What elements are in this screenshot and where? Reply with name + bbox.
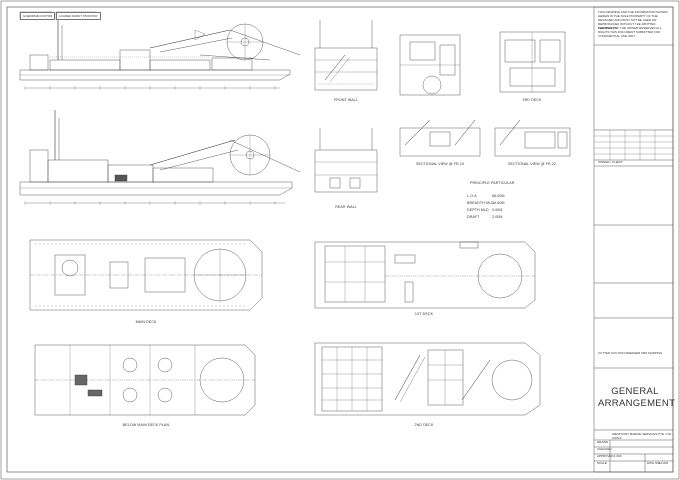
- tb-row-value: GA-001: [658, 461, 669, 465]
- tb-row-label: APPROVED: [597, 454, 614, 458]
- particular-value: 66.00M: [492, 194, 505, 198]
- particular-value: 3.00M: [492, 208, 503, 212]
- company-name: WESTPORT MARINE SERVICES PTE. LTD. CHINA: [612, 432, 672, 440]
- tag-draft: LOADED DRAFT 'PROVISO': [56, 12, 101, 20]
- profile-view-top: [19, 20, 301, 90]
- label-front-wall: FRONT WALL: [334, 98, 358, 102]
- tb-row-label: SCALE: [597, 461, 607, 465]
- label-section-fr22: SECTIONAL VIEW @ FR.22: [507, 162, 557, 166]
- tag-rotor: GOERDMAN ROTOR: [20, 12, 56, 20]
- below-main-deck-plan: [34, 344, 256, 416]
- title-block: [593, 6, 674, 473]
- profile-view-bottom: [19, 110, 301, 205]
- particular-key: DRAFT: [467, 215, 480, 219]
- tb-row-value: 1:200: [614, 454, 622, 458]
- label-first-deck: 1ST DECK: [414, 312, 434, 316]
- label-section-fr10: SECTIONAL VIEW @ FR.10: [415, 162, 465, 166]
- owner-label: OWNER / CLIENT: [598, 160, 623, 164]
- label-below-main-deck: BELOW MAIN DECK PLAN: [122, 423, 170, 427]
- title-block-note: THIS DRAWING AND THE INFORMATION SHOWN H…: [598, 10, 668, 30]
- label-main-deck: MAIN DECK: [135, 320, 157, 324]
- drawing-title: GENERAL ARRANGEMENT: [598, 386, 676, 409]
- third-deck-plan-view: [499, 31, 566, 93]
- particular-value: 2.00M: [492, 215, 503, 219]
- main-deck-plan: [29, 239, 263, 311]
- rear-wall-view: [314, 128, 378, 193]
- sectional-view-fr10: [399, 119, 481, 157]
- particular-value: 16.50M: [492, 201, 505, 205]
- particulars-title: PRINCIPLE PARTICULAR: [470, 181, 515, 185]
- label-third-deck: 3RD DECK: [522, 98, 542, 102]
- label-second-deck: 2ND DECK: [414, 423, 434, 427]
- tb-row-label: DRAWN: [597, 440, 609, 444]
- particular-key: L.O.A: [467, 194, 477, 198]
- front-wall-view: [314, 20, 378, 91]
- house-plan-view: [399, 34, 461, 96]
- tb-row-label: DWG NO.: [647, 461, 661, 465]
- tb-row-label: CHECKED: [597, 447, 612, 451]
- sectional-view-fr22: [494, 119, 571, 157]
- label-rear-wall: REAR WALL: [335, 205, 357, 209]
- project-name: CUTTER SUCTION DREDGER 66M SHIPPING: [598, 351, 663, 355]
- first-deck-plan: [314, 241, 536, 309]
- second-deck-plan: [314, 342, 541, 416]
- particular-key: DEPTH MLD: [467, 208, 489, 212]
- particular-key: BREADTH MLD: [467, 201, 494, 205]
- title-block-note: THE RIGHT OF THE OWNER RESERVED ALL RIGH…: [598, 26, 662, 38]
